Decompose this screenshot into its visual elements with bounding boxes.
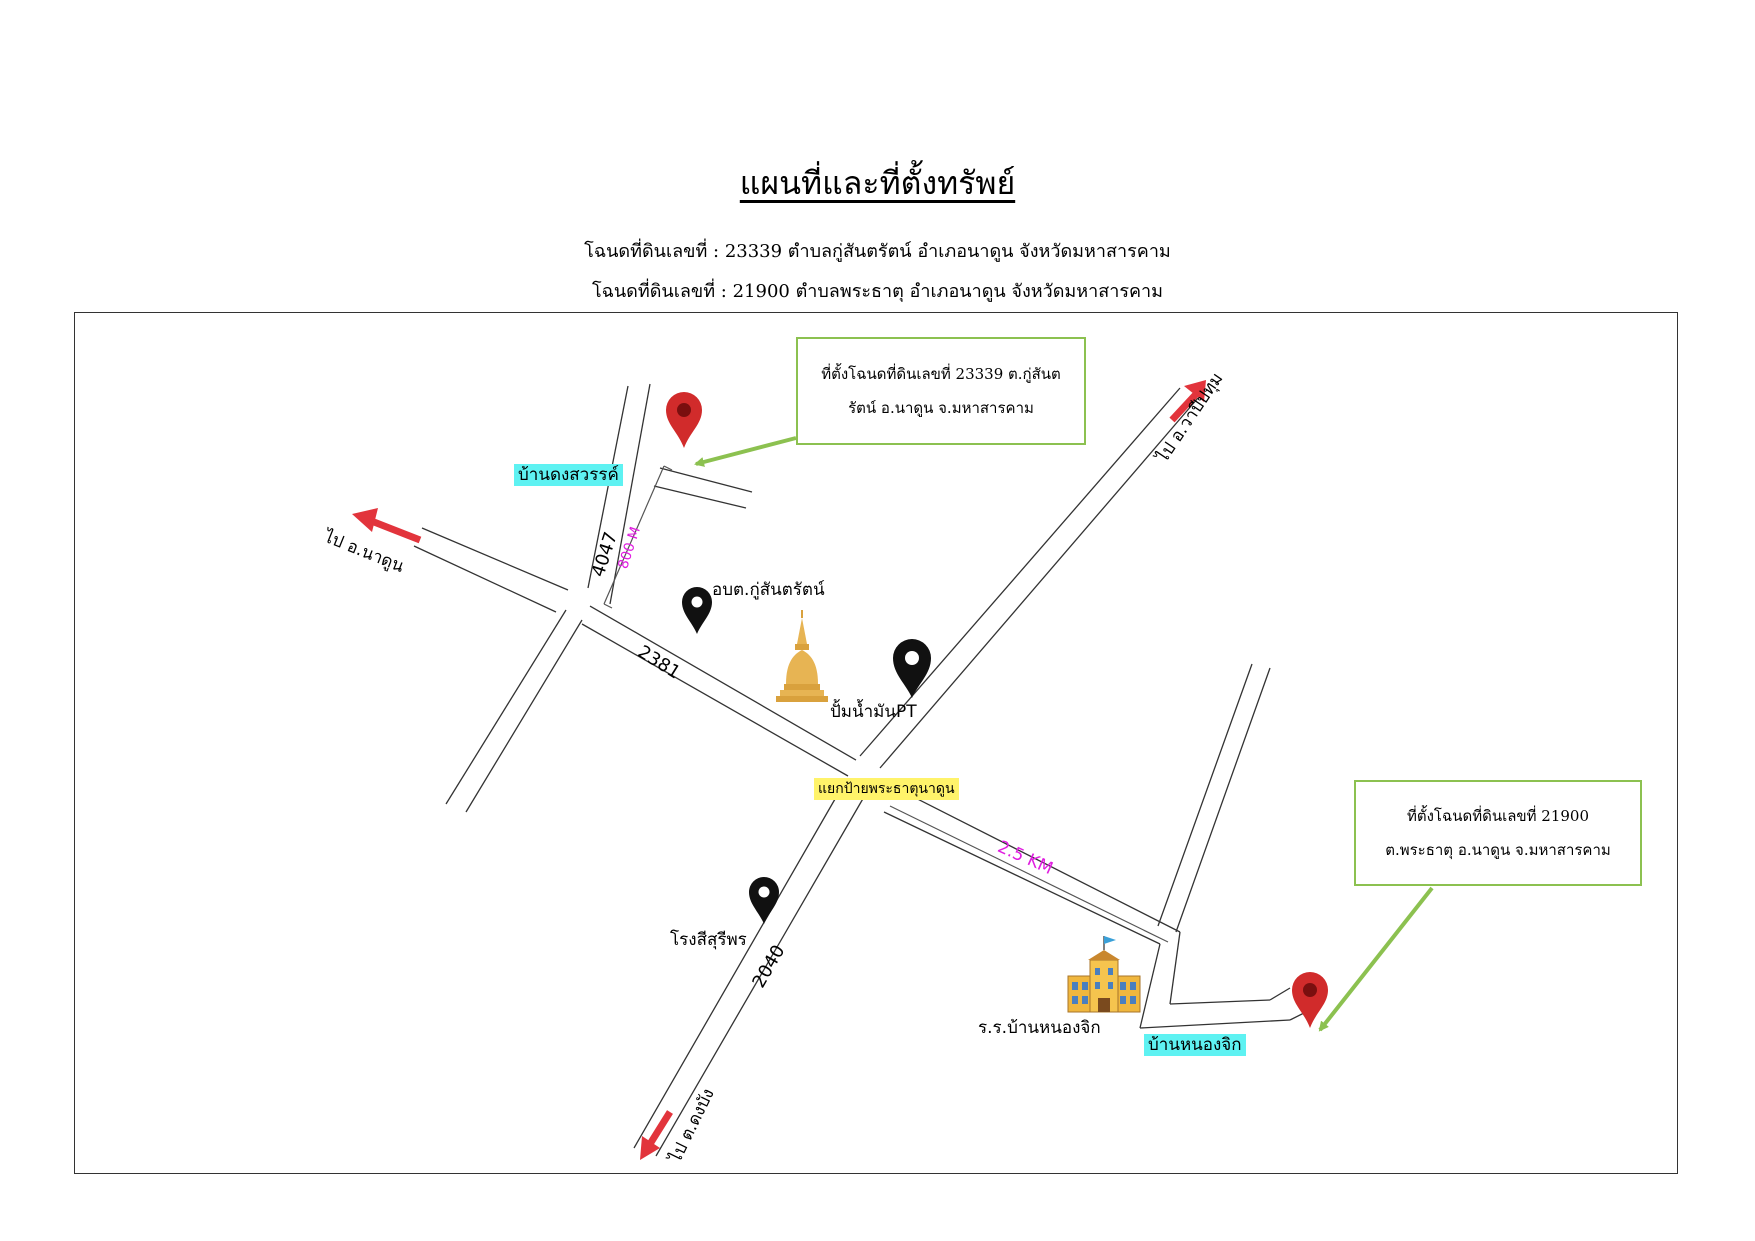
arrow-to-dong-bang bbox=[640, 1110, 673, 1160]
road-north-nongchik bbox=[1157, 663, 1271, 933]
callout-plot2-line1: ที่ตั้งโฉนดที่ดินเลขที่ 21900 bbox=[1406, 807, 1590, 825]
label-ban-nong-chik: บ้านหนองจิก bbox=[1144, 1034, 1246, 1056]
callout-plot-21900: ที่ตั้งโฉนดที่ดินเลขที่ 21900 ต.พระธาตุ … bbox=[1354, 780, 1642, 886]
black-pin-rongsi-icon bbox=[749, 877, 779, 924]
deed-line-2: โฉนดที่ดินเลขที่ : 21900 ตำบลพระธาตุ อำเ… bbox=[591, 281, 1164, 302]
page-title: แผนที่และที่ตั้งทรัพย์ bbox=[739, 164, 1016, 202]
callout-plot1-line1: ที่ตั้งโฉนดที่ดินเลขที่ 23339 ต.กู่สันต bbox=[821, 365, 1061, 383]
arrow-to-nadun bbox=[352, 508, 422, 544]
red-pin-plot1-icon bbox=[666, 392, 702, 448]
road-east-nongchik bbox=[879, 779, 1307, 1029]
pagoda-icon bbox=[776, 610, 828, 702]
distance-800m-bracket bbox=[603, 465, 673, 609]
map-frame bbox=[74, 312, 1678, 1174]
road-southwest bbox=[445, 609, 583, 813]
school-icon bbox=[1067, 936, 1141, 1013]
black-pin-gas-station-icon bbox=[893, 639, 931, 698]
black-pin-obt-icon bbox=[682, 587, 712, 634]
red-pin-plot2-icon bbox=[1292, 972, 1328, 1028]
callout-plot-23339: ที่ตั้งโฉนดที่ดินเลขที่ 23339 ต.กู่สันต … bbox=[796, 337, 1086, 445]
road-dong-sawan-spur bbox=[653, 467, 753, 509]
label-junction: แยกป้ายพระธาตุนาดูน bbox=[814, 778, 959, 800]
label-school: ร.ร.บ้านหนองจิก bbox=[978, 1018, 1101, 1038]
distance-2-5km-bracket bbox=[889, 805, 1169, 943]
label-gas-station: ปั้มน้ำมันPT bbox=[830, 702, 917, 722]
road-2381 bbox=[581, 605, 857, 777]
road-2040 bbox=[633, 779, 869, 1157]
callout-plot1-line2: รัตน์ อ.นาดูน จ.มหาสารคาม bbox=[848, 399, 1034, 417]
callout-plot2-line2: ต.พระธาตุ อ.นาดูน จ.มหาสารคาม bbox=[1385, 841, 1611, 859]
callout-arrow-plot1 bbox=[694, 436, 797, 467]
label-ban-dong-sawan: บ้านดงสวรรค์ bbox=[514, 464, 623, 486]
label-obt: อบต.กู่สันตรัตน์ bbox=[712, 580, 825, 600]
arrow-to-wapi-pathum bbox=[1169, 380, 1206, 423]
road-4047 bbox=[587, 383, 651, 605]
callout-arrow-plot2 bbox=[1318, 886, 1434, 1032]
deed-line-1: โฉนดที่ดินเลขที่ : 23339 ตำบลกู่สันตรัตน… bbox=[584, 241, 1171, 262]
road-west-nadun bbox=[413, 527, 569, 613]
label-rongsi: โรงสีสุรีพร bbox=[670, 930, 747, 950]
